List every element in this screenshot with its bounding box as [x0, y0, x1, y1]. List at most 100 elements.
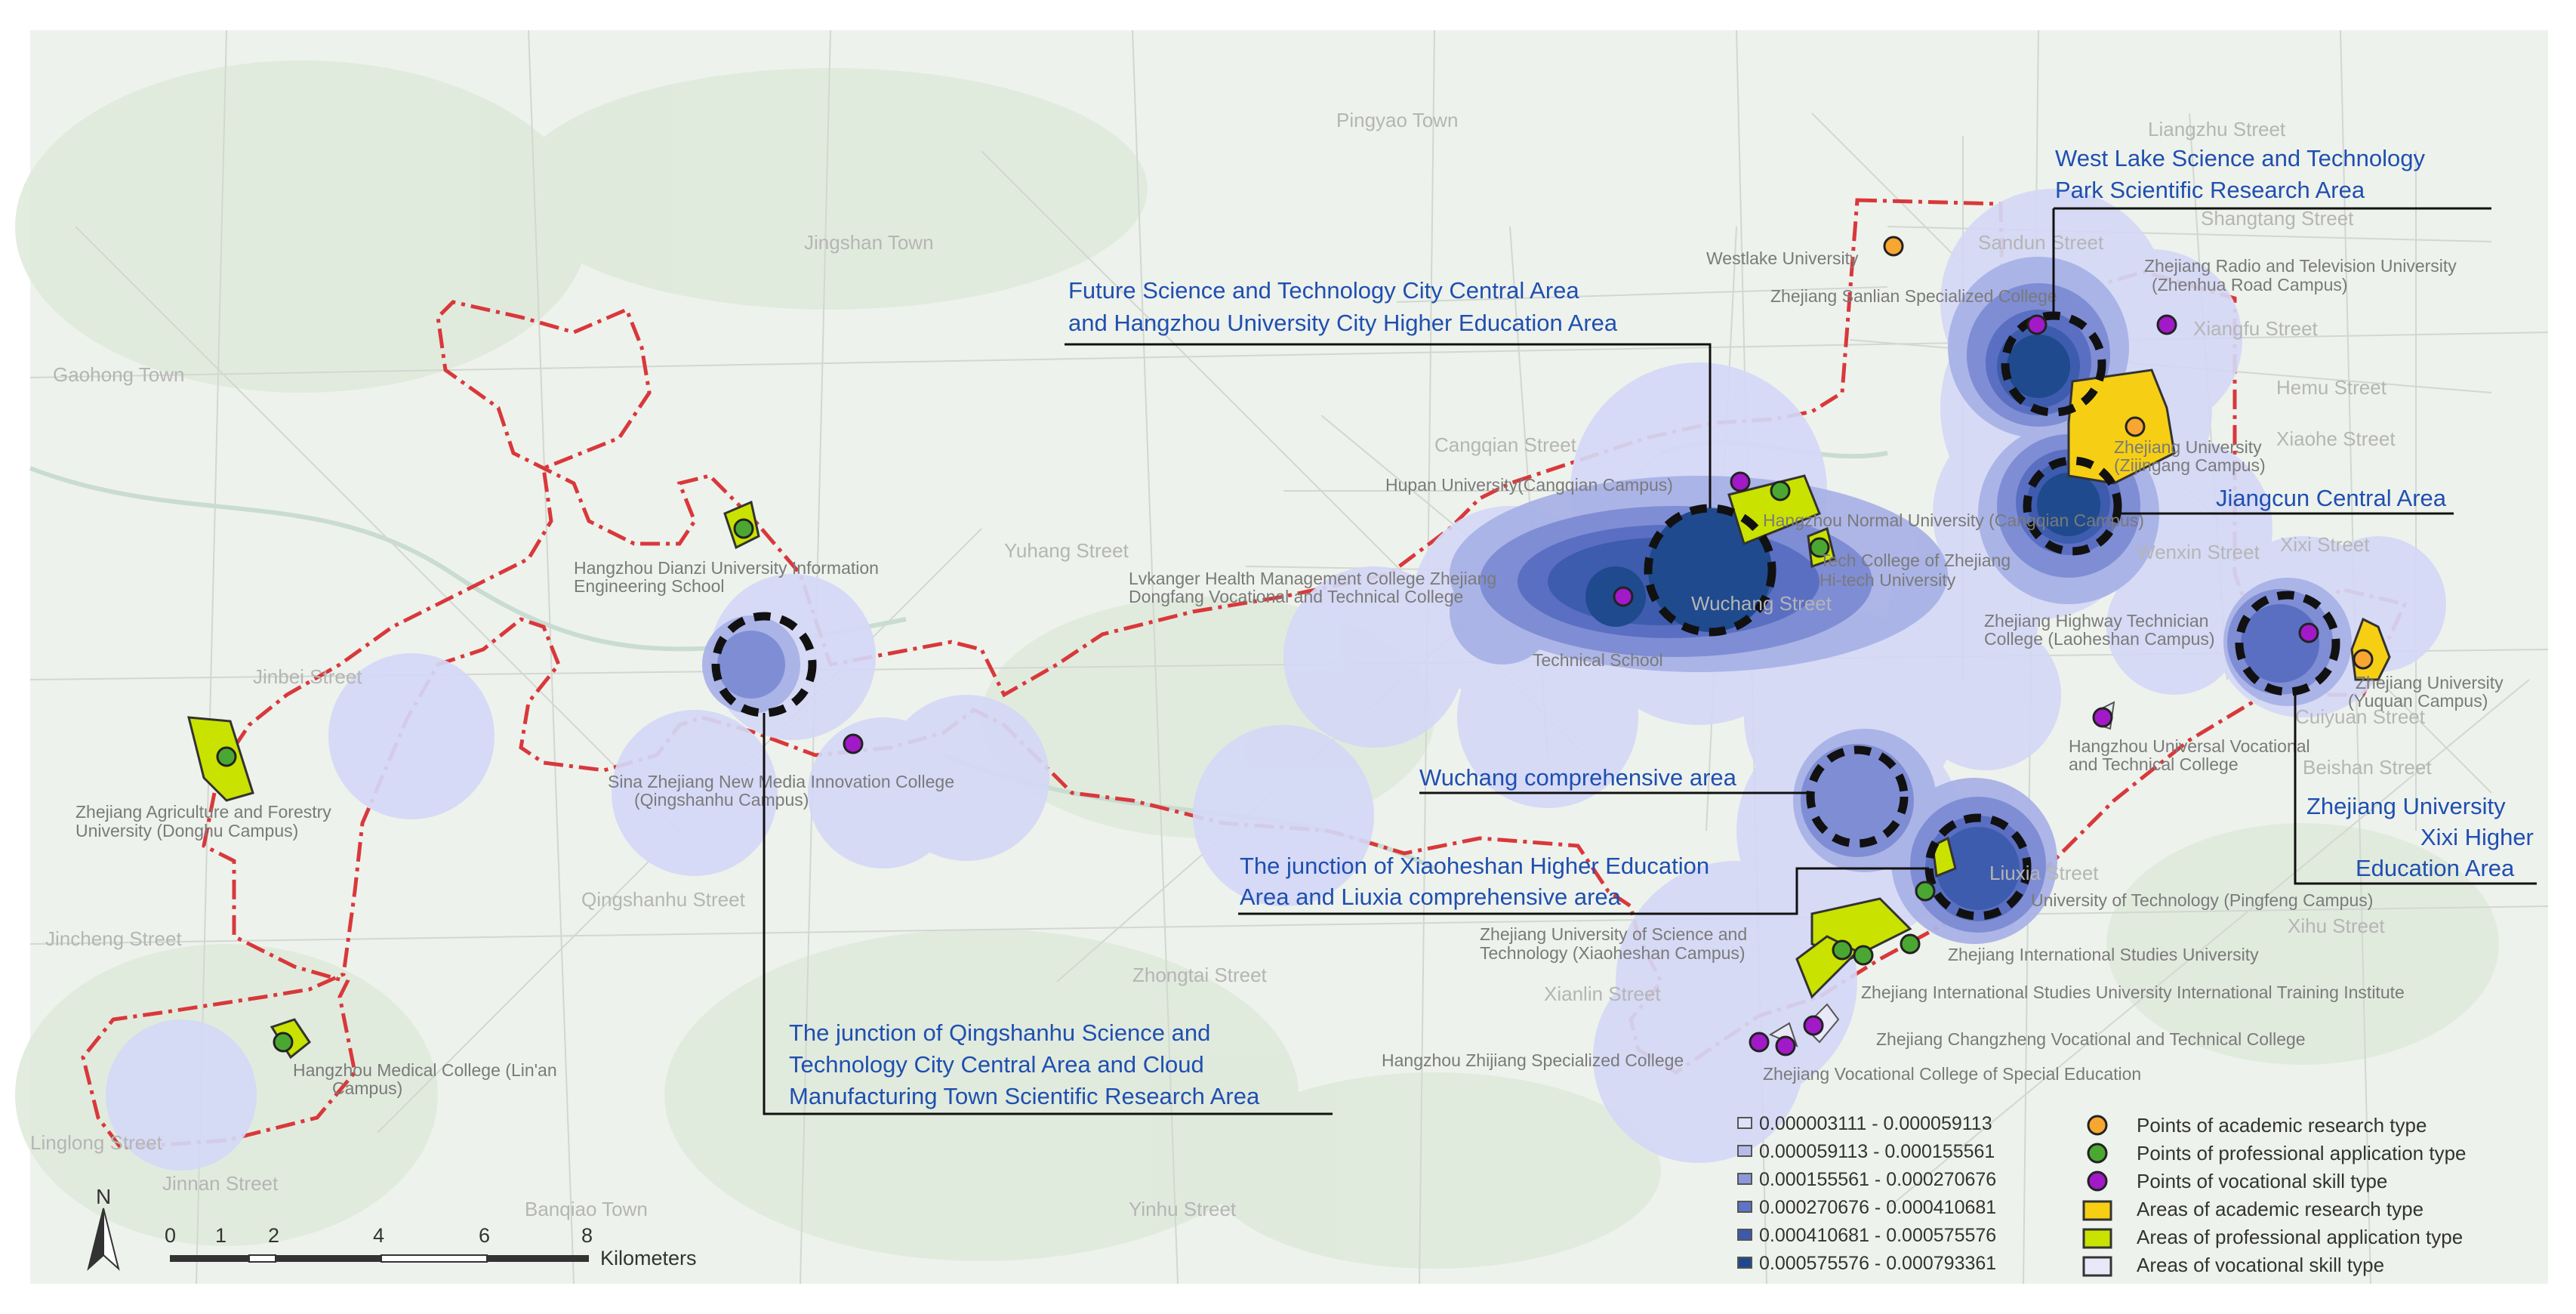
label-zhijiang: Hangzhou Zhijiang Specialized College: [1382, 1050, 1684, 1070]
label-zisu-training: Zhejiang International Studies Universit…: [1861, 982, 2405, 1002]
callout-xixi-line1: Zhejiang University: [2306, 793, 2506, 819]
place-qingshanhu: Qingshanhu Street: [581, 888, 746, 911]
callout-xiaoheshan-line1: The junction of Xiaoheshan Higher Educat…: [1240, 853, 1709, 879]
label-hitech: Hi-tech University: [1820, 570, 1956, 590]
label-hznu: Hangzhou Normal University (Cangqian Cam…: [1763, 510, 2144, 530]
label-sina: Sina Zhejiang New Media Innovation Colle…: [608, 772, 954, 791]
scale-tick-4: 4: [373, 1224, 384, 1247]
place-jincheng: Jincheng Street: [45, 927, 182, 950]
place-wenxin: Wenxin Street: [2137, 541, 2260, 563]
north-arrow-label: N: [96, 1185, 111, 1208]
label-zisu: Zhejiang International Studies Universit…: [1948, 945, 2259, 964]
legend-professional-point-label: Points of professional application type: [2137, 1142, 2467, 1164]
professional-points: [216, 480, 1936, 1053]
label-special-ed: Zhejiang Vocational College of Special E…: [1763, 1064, 2141, 1084]
academic-areas: [2067, 369, 2391, 681]
legend-density-class-4: 0.000270676 - 0.000410681: [1759, 1197, 1996, 1218]
callout-westlake-park-line2: Park Scientific Research Area: [2055, 177, 2365, 203]
scale-unit: Kilometers: [600, 1247, 697, 1269]
callout-jiangcun: Jiangcun Central Area: [2216, 485, 2447, 511]
place-xianlin: Xianlin Street: [1544, 982, 1661, 1005]
legend-density-class-1: 0.000003111 - 0.000059113: [1759, 1113, 1992, 1134]
label-zju-zijingang-campus: (Zijingang Campus): [2114, 455, 2266, 475]
scale-tick-6: 6: [479, 1224, 490, 1247]
place-liangzhu: Liangzhu Street: [2148, 118, 2286, 140]
legend-density-class-5: 0.000410681 - 0.000575576: [1759, 1225, 1996, 1246]
place-beishan: Beishan Street: [2303, 756, 2432, 779]
place-xihu: Xihu Street: [2288, 915, 2385, 937]
institution-labels: Westlake University Zhejiang Sanlian Spe…: [75, 248, 2504, 1098]
callout-xixi-line3: Education Area: [2356, 855, 2515, 881]
label-medical-campus: Campus): [332, 1078, 402, 1098]
callout-xiaoheshan-line2: Area and Liuxia comprehensive area: [1240, 884, 1622, 910]
label-zust-campus: Technology (Xiaoheshan Campus): [1480, 943, 1746, 963]
place-jinbei: Jinbei Street: [253, 665, 362, 688]
place-wuchang: Wuchang Street: [1691, 592, 1832, 615]
legend-vocational-area-label: Areas of vocational skill type: [2137, 1254, 2384, 1276]
legend-vocational-area-icon: [2082, 1256, 2112, 1277]
scale-tick-1: 1: [215, 1224, 226, 1247]
label-radio-tv-campus: (Zhenhua Road Campus): [2152, 275, 2348, 295]
north-arrow-icon: N: [87, 1185, 120, 1271]
place-gaohong: Gaohong Town: [53, 363, 184, 386]
label-dongfang: Dongfang Vocational and Technical Colleg…: [1129, 587, 1463, 606]
callout-future-city-line2: and Hangzhou University City Higher Educ…: [1068, 310, 1618, 336]
label-lvkanger: Lvkanger Health Management College Zheji…: [1129, 569, 1496, 588]
callout-future-city-line1: Future Science and Technology City Centr…: [1068, 277, 1579, 304]
label-universal: Hangzhou Universal Vocational: [2069, 736, 2310, 756]
legend-professional-point-icon: [2087, 1143, 2108, 1164]
hotspot-future-city: [1644, 504, 1776, 637]
place-yinhu: Yinhu Street: [1129, 1198, 1237, 1220]
legend-vocational-point-label: Points of vocational skill type: [2137, 1170, 2387, 1192]
label-tech-college: Tech College of Zhejiang: [1820, 551, 2011, 570]
vocational-points: [843, 314, 2319, 1056]
legend-academic-area-icon: [2082, 1200, 2112, 1221]
scale-tick-8: 8: [581, 1224, 593, 1247]
legend-vocational-point-icon: [2087, 1171, 2108, 1192]
callout-westlake-park-line1: West Lake Science and Technology: [2055, 145, 2426, 171]
hotspot-xiaoheshan: [1924, 813, 2032, 921]
label-agri-campus: University (Donghu Campus): [75, 821, 298, 841]
place-zhongtai: Zhongtai Street: [1132, 964, 1268, 986]
callout-xixi-line2: Xixi Higher: [2420, 824, 2534, 850]
label-zju-zijingang: Zhejiang University: [2114, 437, 2262, 457]
legend-academic-point-label: Points of academic research type: [2137, 1114, 2427, 1137]
label-zjut: University of Technology (Pingfeng Campu…: [2031, 890, 2373, 910]
place-yuhang: Yuhang Street: [1004, 539, 1129, 562]
place-xixi: Xixi Street: [2280, 533, 2370, 556]
legend-academic-point-icon: [2087, 1115, 2108, 1136]
place-hemu: Hemu Street: [2276, 376, 2387, 399]
hotspot-xixi: [2235, 591, 2340, 696]
place-linglong: Linglong Street: [30, 1131, 163, 1154]
place-jingshan: Jingshan Town: [804, 231, 934, 254]
label-highway: Zhejiang Highway Technician: [1984, 611, 2208, 631]
legend-density: 0.000003111 - 0.000059113 0.000059113 - …: [1737, 1113, 1996, 1274]
legend-types: Points of academic research type Points …: [2082, 1114, 2467, 1277]
place-xiaohe: Xiaohe Street: [2276, 427, 2396, 450]
place-pingyao: Pingyao Town: [1336, 109, 1458, 131]
legend-academic-area-label: Areas of academic research type: [2137, 1198, 2423, 1220]
callout-leaders: [763, 207, 2537, 1115]
hotspot-jiangcun: [2023, 456, 2122, 556]
label-zju-yuquan: Zhejiang University: [2356, 673, 2504, 692]
callout-qingshanhu-line1: The junction of Qingshanhu Science and: [789, 1019, 1210, 1046]
label-sanlian: Zhejiang Sanlian Specialized College: [1770, 286, 2057, 306]
label-hupan: Hupan University(Cangqian Campus): [1385, 475, 1673, 495]
place-liuxia: Liuxia Street: [1989, 862, 2099, 884]
place-cuiyuan: Cuiyuan Street: [2295, 705, 2426, 728]
place-xiangfu: Xiangfu Street: [2193, 317, 2319, 340]
background-place-names: Pingyao Town Liangzhu Street Shangtang S…: [30, 109, 2432, 1220]
legend-density-class-2: 0.000059113 - 0.000155561: [1759, 1141, 1995, 1162]
hotspot-qingshanhu: [711, 612, 817, 717]
hotspot-wuchang: [1806, 745, 1909, 848]
label-changzheng: Zhejiang Changzheng Vocational and Techn…: [1876, 1029, 2306, 1049]
label-agri: Zhejiang Agriculture and Forestry: [75, 802, 331, 822]
legend-professional-area-label: Areas of professional application type: [2137, 1226, 2463, 1248]
label-sina-campus: (Qingshanhu Campus): [634, 790, 809, 810]
place-jinnan: Jinnan Street: [162, 1172, 279, 1195]
scale-tick-0: 0: [165, 1224, 176, 1247]
place-shangtang: Shangtang Street: [2201, 207, 2354, 230]
callout-qingshanhu-line2: Technology City Central Area and Cloud: [789, 1051, 1204, 1078]
label-medical: Hangzhou Medical College (Lin'an: [293, 1060, 557, 1080]
